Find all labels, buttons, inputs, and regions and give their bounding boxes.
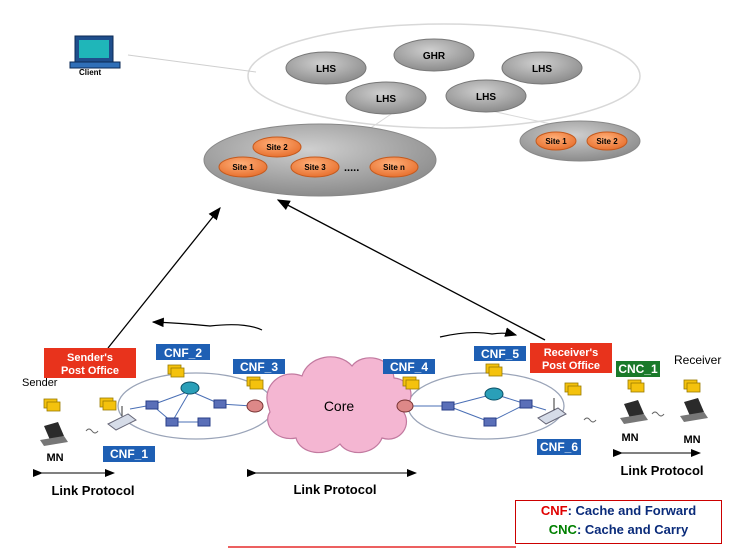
cnf5-label: CNF_5 bbox=[481, 347, 519, 361]
client-label: Client bbox=[79, 68, 102, 77]
client-link-line bbox=[127, 54, 257, 73]
cnf4-box bbox=[383, 359, 435, 374]
legend-cnf-row: CNF: Cache and Forward bbox=[516, 501, 721, 520]
cnf6-box bbox=[537, 439, 581, 455]
left-ring-switches bbox=[145, 399, 227, 427]
sender-post-office-line1: Sender's bbox=[67, 352, 113, 364]
lhs-server-4 bbox=[445, 79, 527, 113]
right-ring-router bbox=[484, 387, 504, 401]
curved-arrow-right bbox=[439, 327, 518, 338]
site-node-2 bbox=[252, 136, 302, 158]
legend-box: CNF: Cache and Forward CNC: Cache and Ca… bbox=[515, 500, 722, 544]
right-site-node-2 bbox=[586, 131, 628, 151]
receiver-post-office-line1: Receiver's bbox=[544, 347, 599, 359]
core-label: Core bbox=[324, 398, 355, 414]
legend-cnf-term: CNF bbox=[540, 503, 568, 518]
cnc-laptop-icon bbox=[620, 400, 648, 424]
legend-cnc-row: CNC: Cache and Carry bbox=[516, 520, 721, 539]
site-label-1: Site 1 bbox=[232, 163, 254, 172]
lhs-label-1: LHS bbox=[316, 64, 336, 75]
sender-post-office-box bbox=[44, 348, 136, 378]
lhs-label-3: LHS bbox=[376, 94, 396, 105]
mn-label-sender: MN bbox=[46, 452, 63, 464]
left-edge-router bbox=[246, 399, 264, 413]
receiver-access-point-icon bbox=[537, 398, 567, 425]
mn-label-receiver: MN bbox=[683, 434, 700, 446]
cnc1-box bbox=[616, 361, 660, 377]
cnf3-label: CNF_3 bbox=[240, 360, 278, 374]
lhs-server-3 bbox=[345, 81, 427, 115]
client-computer-icon bbox=[69, 35, 121, 69]
receiver-post-office-box bbox=[530, 343, 612, 373]
cnc1-label: CNC_1 bbox=[618, 362, 658, 376]
lhs-label-4: LHS bbox=[476, 92, 496, 103]
cnf1-label: CNF_1 bbox=[110, 447, 148, 461]
site-label-n: Site n bbox=[383, 163, 405, 172]
cnf4-label: CNF_4 bbox=[390, 360, 428, 374]
cnf6-label: CNF_6 bbox=[540, 440, 578, 454]
site-label-3: Site 3 bbox=[304, 163, 326, 172]
right-edge-router bbox=[396, 399, 414, 413]
sender-post-office-line2: Post Office bbox=[61, 365, 119, 377]
cnf2-box bbox=[156, 344, 210, 360]
cnf2-label: CNF_2 bbox=[164, 346, 202, 360]
cnf3-box bbox=[233, 359, 285, 374]
receiver-wireless-squiggle-1 bbox=[583, 417, 597, 423]
sender-wireless-squiggle bbox=[85, 428, 99, 434]
receiver-wireless-squiggle-2 bbox=[651, 411, 665, 417]
right-site-node-1 bbox=[535, 131, 577, 151]
link-protocol-center: Link Protocol bbox=[293, 482, 376, 497]
right-site-label-2: Site 2 bbox=[596, 137, 618, 146]
legend-cnc-def: : Cache and Carry bbox=[576, 522, 689, 537]
receiver-laptop-icon bbox=[680, 398, 708, 422]
curved-arrow-left bbox=[151, 317, 263, 331]
site-node-n bbox=[369, 156, 419, 178]
mn-label-cnc: MN bbox=[621, 432, 638, 444]
lhs-server-2 bbox=[501, 51, 583, 85]
lhs-label-2: LHS bbox=[532, 64, 552, 75]
link-protocol-left: Link Protocol bbox=[51, 483, 134, 498]
site-node-3 bbox=[290, 156, 340, 178]
cnf1-box bbox=[103, 446, 155, 462]
receiver-query-arrow bbox=[276, 199, 546, 341]
cnf5-box bbox=[474, 346, 526, 361]
sites-group-right bbox=[519, 120, 641, 162]
cache-folder-icons bbox=[43, 363, 701, 412]
right-site-label-1: Site 1 bbox=[545, 137, 567, 146]
sender-laptop-icon bbox=[40, 422, 68, 446]
receiver-post-office-line2: Post Office bbox=[542, 360, 600, 372]
lhs-to-right-sites-link bbox=[486, 109, 561, 127]
right-ring-switches bbox=[441, 399, 533, 427]
ghr-server bbox=[393, 38, 475, 72]
left-ring-router bbox=[180, 381, 200, 395]
site-node-1 bbox=[218, 156, 268, 178]
sites-ellipsis: ..... bbox=[344, 162, 359, 174]
legend-cnc-term: CNC bbox=[548, 522, 577, 537]
sender-upload-arrow bbox=[107, 206, 221, 349]
legend-cnf-def: : Cache and Forward bbox=[567, 503, 697, 518]
lhs-server-1 bbox=[285, 51, 367, 85]
sender-access-point-icon bbox=[107, 406, 137, 431]
receiver-label: Receiver bbox=[674, 353, 721, 367]
ghr-label: GHR bbox=[423, 51, 446, 62]
link-protocol-right: Link Protocol bbox=[620, 463, 703, 478]
sender-label: Sender bbox=[22, 377, 58, 389]
server-group-outline bbox=[247, 23, 641, 129]
site-label-2: Site 2 bbox=[266, 143, 288, 152]
